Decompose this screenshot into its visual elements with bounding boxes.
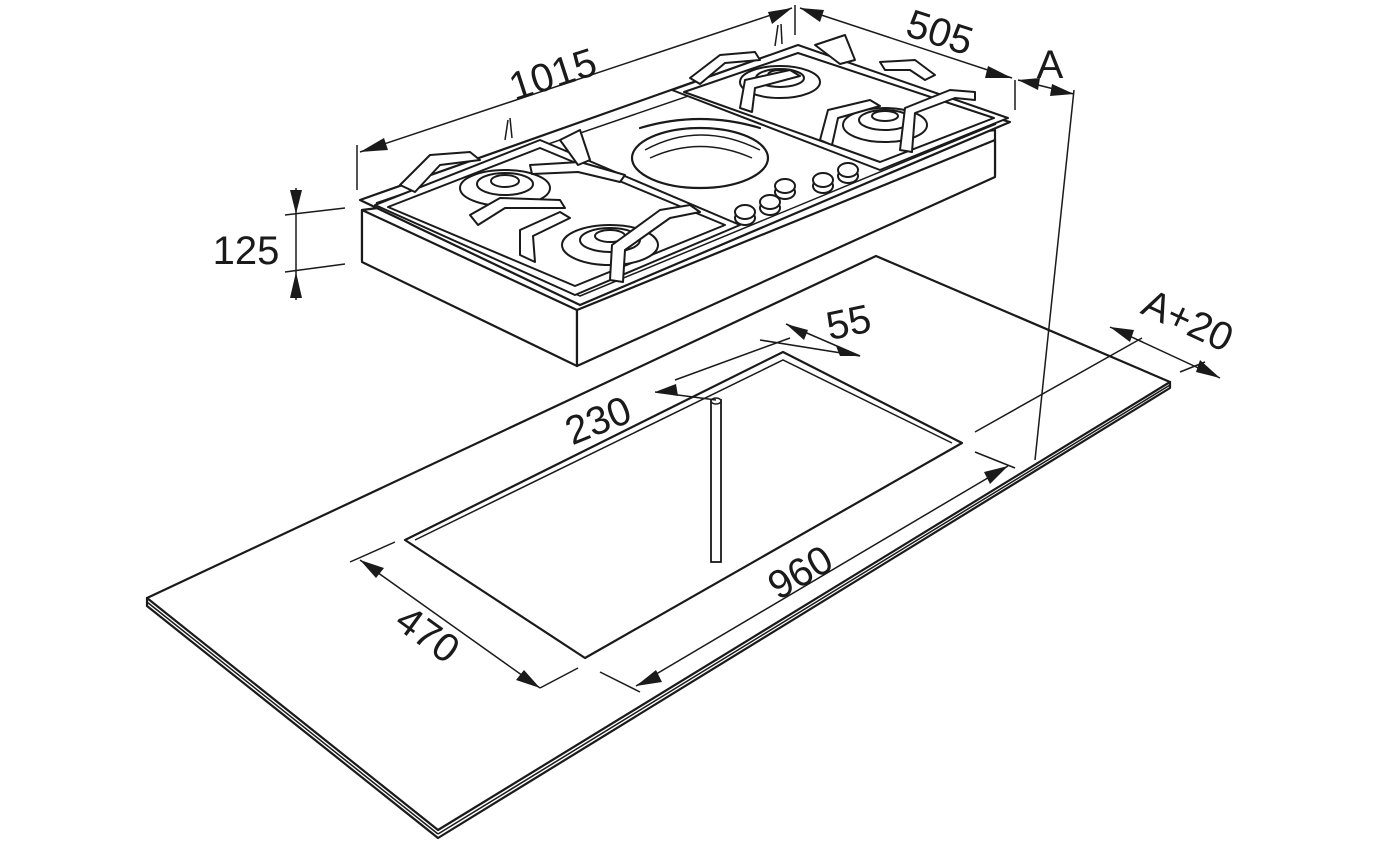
gas-pipe — [710, 397, 722, 563]
label-depth: 505 — [901, 2, 978, 64]
dim-cutout-depth-line — [349, 541, 579, 689]
dim-width-line — [356, 5, 796, 190]
dim-height-line — [284, 188, 346, 300]
control-knobs — [734, 162, 859, 226]
pan-support-right — [689, 23, 976, 153]
knob — [774, 178, 796, 200]
pan-support-left — [399, 117, 701, 283]
knob — [759, 194, 781, 216]
dim-cutout-width-line — [599, 451, 1016, 693]
electric-hotplate — [630, 117, 770, 190]
label-clearance: A — [1037, 43, 1064, 87]
worktop-cutout — [403, 350, 964, 660]
knob — [812, 172, 834, 194]
label-clearance-cutout: A+20 — [1135, 281, 1239, 361]
burner-left-rear — [459, 169, 551, 207]
label-width: 1015 — [504, 40, 602, 109]
dim-clearance-cutout-line — [974, 326, 1221, 433]
dim-offset-small-line — [759, 323, 861, 357]
hob — [358, 23, 1012, 368]
dim-clearance-line — [1014, 78, 1075, 461]
knob — [734, 204, 756, 226]
dim-offset-front-line — [654, 337, 791, 401]
dim-depth-line — [799, 7, 1013, 79]
label-height: 125 — [213, 229, 280, 273]
label-offset-small: 55 — [822, 297, 875, 349]
knob — [837, 162, 859, 184]
